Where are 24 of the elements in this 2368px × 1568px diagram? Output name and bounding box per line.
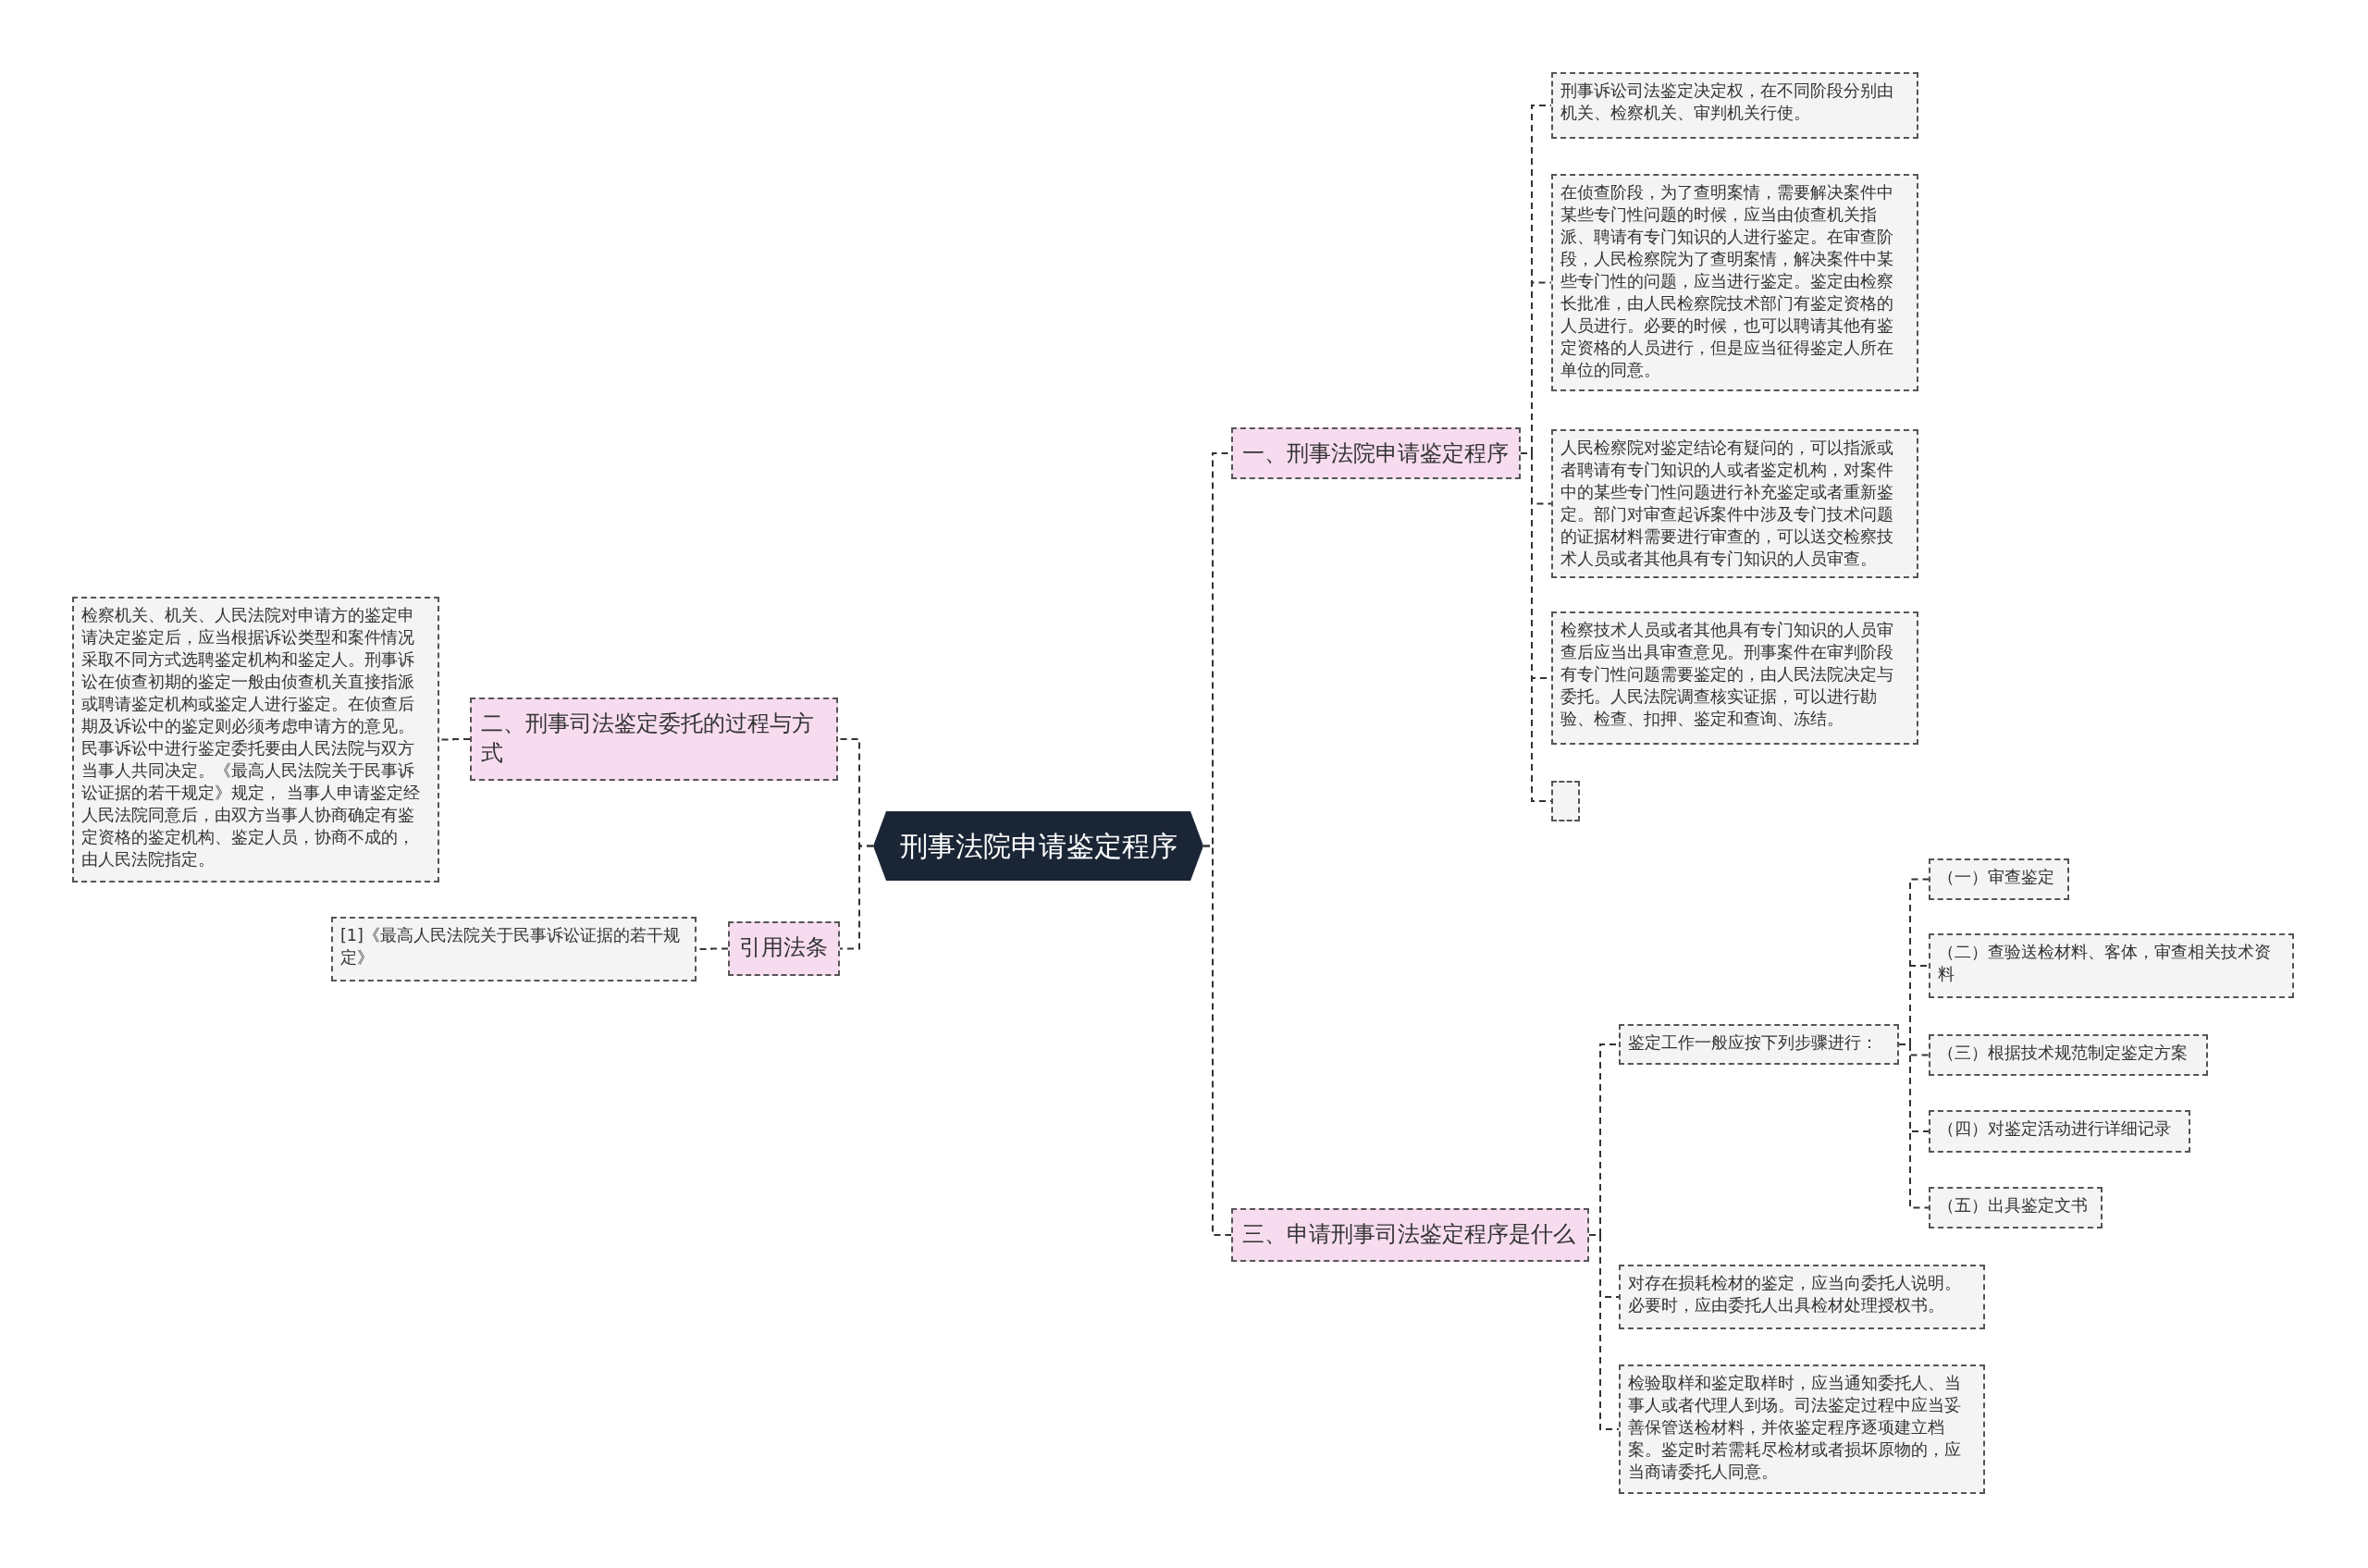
note-box: 刑事诉讼司法鉴定决定权，在不同阶段分别由机关、检察机关、审判机关行使。: [1551, 72, 1918, 139]
note-box: 检察机关、机关、人民法院对申请方的鉴定申请决定鉴定后，应当根据诉讼类型和案件情况采取不同方式选聘鉴定机构和鉴定人。刑事诉讼在侦查初期的鉴定一般由侦查机关直接指派或聘请鉴定机构或鉴定人进行鉴定。在侦查后期及诉讼中的鉴定则必须考虑申请方的意见。民事诉讼中进行鉴定委托要由人民法院与双方当事人共同决定。《最高人民法院关于民事诉讼证据的若干规定》规定， 当事人申请鉴定经人民法院同意后，由双方当事人协商确定有鉴定资格的鉴定机构、鉴定人员，协商不成的，由人民法院指定。: [72, 597, 439, 883]
note-box: 人民检察院对鉴定结论有疑问的，可以指派或者聘请有专门知识的人或者鉴定机构，对案件中的某些专门性问题进行补充鉴定或者重新鉴定。部门对审查起诉案件中涉及专门技术问题的证据材料需要进行审查的，可以送交检察技术人员或者其他具有专门知识的人员审查。: [1551, 429, 1918, 578]
topic-box: 一、刑事法院申请鉴定程序: [1231, 427, 1521, 479]
topic-box: 引用法条: [728, 921, 840, 976]
note-box: [1]《最高人民法院关于民事诉讼证据的若干规定》: [331, 917, 697, 982]
topic-box: 二、刑事司法鉴定委托的过程与方式: [470, 698, 838, 781]
note-box: （四）对鉴定活动进行详细记录: [1929, 1110, 2190, 1153]
note-box: 检察技术人员或者其他具有专门知识的人员审查后应当出具审查意见。刑事案件在审判阶段有专门性问题需要鉴定的，由人民法院决定与委托。人民法院调查核实证据，可以进行勘验、检查、扣押、鉴定和查询、冻结。: [1551, 611, 1918, 745]
note-box: 在侦查阶段，为了查明案情，需要解决案件中某些专门性问题的时候，应当由侦查机关指派、聘请有专门知识的人进行鉴定。在审查阶段，人民检察院为了查明案情，解决案件中某些专门性的问题，应当进行鉴定。鉴定由检察长批准，由人民检察院技术部门有鉴定资格的人员进行。必要的时候，也可以聘请其他有鉴定资格的人员进行，但是应当征得鉴定人所在单位的同意。: [1551, 174, 1918, 391]
note-box: （二）查验送检材料、客体，审查相关技术资料: [1929, 933, 2294, 998]
connector-line: [839, 845, 874, 950]
connector-line: [1202, 845, 1232, 1236]
central-topic: 刑事法院申请鉴定程序: [873, 811, 1203, 881]
connector-line: [1588, 1234, 1620, 1430]
note-box: 检验取样和鉴定取样时，应当通知委托人、当事人或者代理人到场。司法鉴定过程中应当妥善保管送检材料，并依鉴定程序逐项建立档案。鉴定时若需耗尽检材或者损坏原物的，应当商请委托人同意。: [1619, 1364, 1985, 1494]
connector-line: [1898, 1043, 1930, 1209]
note-box: （五）出具鉴定文书: [1929, 1187, 2103, 1228]
empty-box: [1551, 781, 1580, 821]
topic-box: 三、申请刑事司法鉴定程序是什么: [1231, 1208, 1589, 1262]
note-box: （一）审查鉴定: [1929, 858, 2069, 900]
note-box: （三）根据技术规范制定鉴定方案: [1929, 1034, 2208, 1076]
note-box: 对存在损耗检材的鉴定，应当向委托人说明。必要时，应由委托人出具检材处理授权书。: [1619, 1265, 1985, 1329]
note-box: 鉴定工作一般应按下列步骤进行：: [1619, 1024, 1899, 1065]
